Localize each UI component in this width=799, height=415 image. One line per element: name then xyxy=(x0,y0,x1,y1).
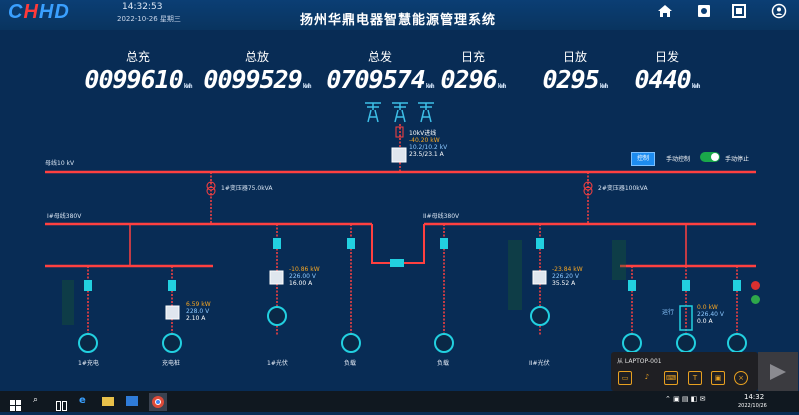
microphone-icon[interactable]: ♪ xyxy=(644,373,650,381)
close-icon[interactable]: × xyxy=(734,371,748,385)
transformer-2-label: 2#变压器100kVA xyxy=(598,185,648,192)
text-icon[interactable]: T xyxy=(688,371,702,385)
counter-total-charge: 总充 0099610kWh xyxy=(84,50,192,94)
search-icon[interactable]: ⌕ xyxy=(33,395,39,405)
header-time: 14:32:53 xyxy=(122,2,163,12)
feeder-pv1-info: -10.86 kW 226.00 V 16.00 A xyxy=(289,266,320,287)
device-label: 充电桩 xyxy=(162,360,181,367)
device-label: 1#充电 xyxy=(78,360,99,367)
page-title: 扬州华鼎电器智慧能源管理系统 xyxy=(300,13,497,28)
incoming-info: 10kV进线 -40.20 kW 10.2/10.2 kV 23.5/23.1 … xyxy=(409,130,448,158)
chat-icon[interactable]: ▭ xyxy=(618,371,632,385)
transformer-1-label: 1#变压器75.0kVA xyxy=(221,185,273,192)
device-label: 负载 xyxy=(344,360,357,367)
settings-icon[interactable] xyxy=(696,3,712,19)
manual-control-label: 手动控制 xyxy=(666,156,691,163)
device-label: 负载 xyxy=(437,360,450,367)
edge-icon[interactable]: e xyxy=(79,395,86,406)
home-icon[interactable] xyxy=(657,3,673,19)
chrome-task[interactable] xyxy=(149,393,167,411)
taskbar-time: 14:32 xyxy=(744,393,765,401)
taskbar xyxy=(0,391,799,412)
remote-session-title: 从 LAPTOP-001 xyxy=(617,358,662,365)
feeder-pv2-info: -23.84 kW 226.20 V 35.52 A xyxy=(552,266,583,287)
toggle-knob xyxy=(711,153,719,161)
counter-daily-charge: 日充 0296kWh xyxy=(440,50,506,94)
tray-icons[interactable]: ⌃ ▣ ▤ ◧ ✉ xyxy=(665,395,706,403)
top-bar xyxy=(0,0,799,30)
remote-expand-handle[interactable] xyxy=(758,352,798,391)
feeder-charger-info: 6.59 kW 228.0 V 2.10 A xyxy=(186,301,211,322)
manual-stop-label: 手动停止 xyxy=(725,156,750,163)
header-date: 2022-10-26 星期三 xyxy=(117,15,181,23)
feeder-storage-info: 0.0 kW 226.40 V 0.0 A xyxy=(697,304,725,325)
feeder-storage-status: 运行 xyxy=(662,309,675,316)
user-icon[interactable] xyxy=(771,3,787,19)
mode-toggle[interactable] xyxy=(700,152,720,162)
keyboard-icon[interactable]: ⌨ xyxy=(664,371,678,385)
store-icon[interactable] xyxy=(126,396,138,406)
brand-logo: CHHD xyxy=(8,1,70,23)
control-button[interactable]: 控制 xyxy=(631,152,655,166)
run-indicator xyxy=(751,295,760,304)
file-explorer-icon[interactable] xyxy=(102,397,114,406)
device-label: 1#光伏 xyxy=(267,360,288,367)
windows-start-icon[interactable] xyxy=(10,396,21,415)
device-label: II#光伏 xyxy=(529,360,550,367)
counter-total-generation: 总发 0709574kWh xyxy=(326,50,434,94)
taskbar-date: 2022/10/26 xyxy=(738,403,767,409)
fullscreen-icon[interactable] xyxy=(731,3,747,19)
counter-daily-generation: 日发 0440kWh xyxy=(634,50,700,94)
main-bus-label: 母线10 kV xyxy=(45,160,75,167)
folder-icon[interactable]: ▣ xyxy=(711,371,725,385)
task-view-icon[interactable] xyxy=(56,396,67,415)
alarm-indicator xyxy=(751,281,760,290)
tower-icon xyxy=(365,102,434,123)
counter-daily-discharge: 日放 0295kWh xyxy=(542,50,608,94)
remote-session-panel xyxy=(611,352,758,391)
counter-total-discharge: 总放 0099529kWh xyxy=(203,50,311,94)
lv-bus-2-label: II#母线380V xyxy=(423,213,460,220)
lv-bus-1-label: I#母线380V xyxy=(47,213,82,220)
